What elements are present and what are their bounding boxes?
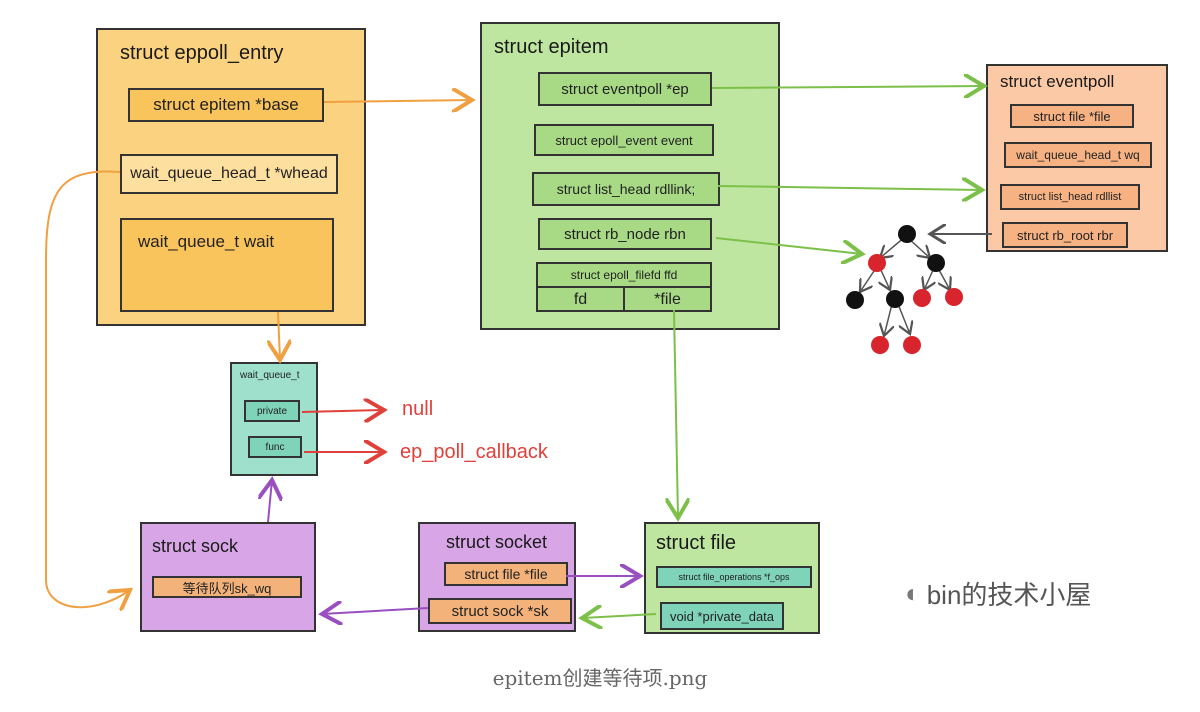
tree-node-red	[945, 288, 963, 306]
epitem-title: struct epitem	[494, 36, 609, 58]
tree-edge	[860, 267, 877, 292]
socket-title: struct socket	[446, 532, 548, 552]
eventpoll-wq-field: wait_queue_head_t wq	[1004, 142, 1152, 168]
tree-edge	[924, 267, 934, 290]
tree-node-black	[846, 291, 864, 309]
ep-poll-callback-label: ep_poll_callback	[400, 441, 548, 463]
eventpoll-title: struct eventpoll	[1000, 72, 1115, 91]
tree-edge	[884, 303, 892, 336]
tree-edge	[880, 267, 890, 290]
wait-to-waitqueue-arrow	[278, 311, 280, 360]
epitem-event-field: struct epoll_event event	[534, 124, 714, 156]
tree-node-black	[886, 290, 904, 308]
file-title: struct file	[656, 532, 737, 554]
eppoll-entry-box: struct eppoll_entry struct epitem *base …	[96, 28, 366, 326]
tree-edge	[897, 303, 910, 334]
watermark: ◐ bin的技术小屋	[905, 575, 1091, 612]
f-ops-field: struct file_operations *f_ops	[656, 566, 812, 588]
wait-field: wait_queue_t wait	[120, 218, 334, 312]
epitem-base-field: struct epitem *base	[128, 88, 324, 122]
wechat-icon: ◐	[905, 578, 921, 608]
epitem-ffd-field: struct epoll_filefd ffd fd *file	[536, 262, 712, 312]
whead-field: wait_queue_head_t *whead	[120, 154, 338, 194]
sock-to-waitqueue-arrow	[268, 480, 272, 523]
ffd-file-cell: *file	[654, 291, 681, 308]
watermark-text: bin的技术小屋	[926, 580, 1092, 610]
private-data-to-socket-arrow	[582, 614, 657, 618]
private-data-field: void *private_data	[660, 602, 784, 630]
eventpoll-rbr-field: struct rb_root rbr	[1002, 222, 1128, 248]
private-to-null-arrow	[301, 410, 384, 412]
epitem-box: struct epitem struct eventpoll *ep struc…	[480, 22, 780, 330]
whead-to-sock-arrow	[45, 170, 130, 608]
private-field: private	[244, 400, 300, 422]
ep-to-eventpoll-arrow	[711, 86, 984, 88]
socket-box: struct socket struct file *file struct s…	[418, 522, 576, 632]
red-black-tree	[860, 235, 950, 336]
tree-node-red	[913, 289, 931, 307]
tree-node-red	[903, 336, 921, 354]
null-label: null	[402, 398, 434, 420]
sk-wq-field: 等待队列sk_wq	[152, 576, 302, 598]
image-caption: epitem创建等待项.png	[492, 666, 708, 690]
tree-node-red	[868, 254, 886, 272]
eventpoll-rdllist-field: struct list_head rdllist	[1000, 184, 1140, 210]
base-to-epitem-arrow	[323, 100, 472, 102]
rdllink-to-rdllist-arrow	[717, 186, 982, 190]
file-box: struct file struct file_operations *f_op…	[644, 522, 820, 634]
socket-file-field: struct file *file	[444, 562, 568, 586]
epitem-ep-field: struct eventpoll *ep	[538, 72, 712, 106]
sk-to-sock-arrow	[322, 608, 429, 614]
tree-node-red	[871, 336, 889, 354]
func-field: func	[248, 436, 302, 458]
eventpoll-file-field: struct file *file	[1010, 104, 1134, 128]
tree-node-black	[927, 254, 945, 272]
rbn-to-tree-arrow	[715, 237, 862, 254]
epitem-rbn-field: struct rb_node rbn	[538, 218, 712, 250]
sock-title: struct sock	[152, 536, 239, 556]
wait-queue-title: wait_queue_t	[240, 370, 300, 381]
file-to-struct-file-arrow	[674, 309, 678, 518]
ffd-fd-cell: fd	[538, 288, 625, 310]
tree-edge	[937, 267, 950, 290]
ffd-label: struct epoll_filefd ffd	[538, 264, 710, 288]
sock-box: struct sock 等待队列sk_wq	[140, 522, 316, 632]
socket-sk-field: struct sock *sk	[428, 598, 572, 624]
wait-queue-box: wait_queue_t private func	[230, 362, 318, 476]
wait-label: wait_queue_t wait	[138, 232, 275, 251]
tree-node-black	[898, 225, 916, 243]
epitem-rdllink-field: struct list_head rdllink;	[532, 172, 720, 206]
eppoll-entry-title: struct eppoll_entry	[120, 42, 284, 64]
eventpoll-box: struct eventpoll struct file *file wait_…	[986, 64, 1168, 252]
